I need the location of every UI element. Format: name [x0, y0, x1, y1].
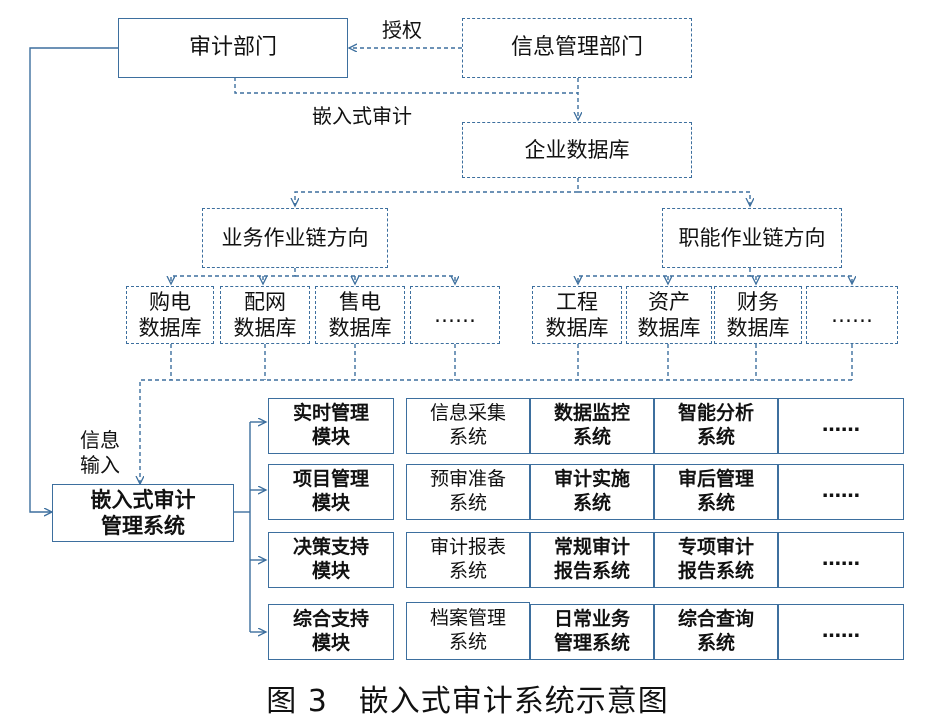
more-box: …… [778, 464, 904, 520]
subsystem-box: 信息采集 系统 [406, 398, 530, 454]
engineering-database-box: 工程 数据库 [532, 286, 622, 344]
finance-database-box: 财务 数据库 [714, 286, 802, 344]
more-box: …… [778, 398, 904, 454]
subsystem-box: 审后管理 系统 [654, 464, 778, 520]
module-box: 项目管理 模块 [268, 464, 394, 520]
figure-caption: 图 3 嵌入式审计系统示意图 [266, 684, 669, 719]
embedded-audit-system-box: 嵌入式审计 管理系统 [52, 484, 234, 542]
business-more-box: …… [410, 286, 500, 344]
module-box: 决策支持 模块 [268, 532, 394, 588]
subsystem-box: 档案管理 系统 [406, 602, 530, 660]
subsystem-box: 智能分析 系统 [654, 398, 778, 454]
subsystem-box: 常规审计 报告系统 [530, 532, 654, 588]
subsystem-box: 综合查询 系统 [654, 604, 778, 660]
subsystem-box: 日常业务 管理系统 [530, 604, 654, 660]
subsystem-box: 数据监控 系统 [530, 398, 654, 454]
more-box: …… [778, 604, 904, 660]
module-box: 综合支持 模块 [268, 604, 394, 660]
subsystem-box: 专项审计 报告系统 [654, 532, 778, 588]
info-management-department-box: 信息管理部门 [462, 18, 692, 78]
subsystem-box: 审计报表 系统 [406, 532, 530, 588]
functional-more-box: …… [806, 286, 898, 344]
subsystem-box: 审计实施 系统 [530, 464, 654, 520]
assets-database-box: 资产 数据库 [626, 286, 712, 344]
embedded-audit-label: 嵌入式审计 [312, 104, 412, 128]
functional-chain-direction-box: 职能作业链方向 [662, 208, 842, 268]
audit-department-box: 审计部门 [118, 18, 348, 78]
sales-database-box: 售电 数据库 [315, 286, 405, 344]
subsystem-box: 预审准备 系统 [406, 464, 530, 520]
purchase-database-box: 购电 数据库 [126, 286, 214, 344]
enterprise-database-box: 企业数据库 [462, 122, 692, 178]
info-input-label: 信息 输入 [80, 428, 120, 477]
distribution-database-box: 配网 数据库 [220, 286, 310, 344]
module-box: 实时管理 模块 [268, 398, 394, 454]
business-chain-direction-box: 业务作业链方向 [202, 208, 388, 268]
authorize-label: 授权 [382, 18, 422, 42]
more-box: …… [778, 532, 904, 588]
